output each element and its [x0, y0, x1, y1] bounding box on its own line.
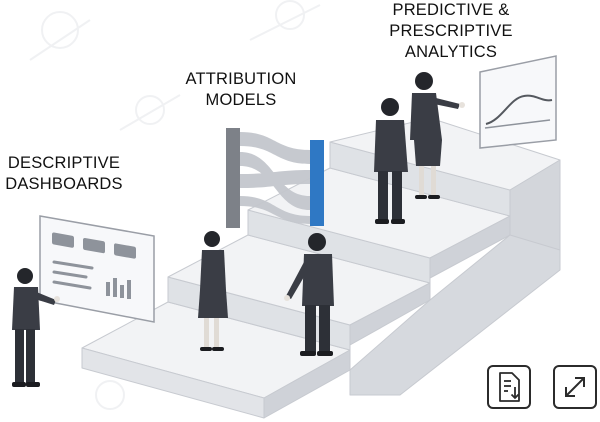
download-file-button[interactable]	[487, 365, 531, 409]
download-file-icon	[499, 372, 520, 402]
dashboard-panel	[39, 215, 155, 323]
expand-icon	[565, 377, 585, 397]
stage-label-predictive-prescriptive-analytics: PREDICTIVE & PRESCRIPTIVE ANALYTICS	[389, 1, 513, 61]
stage-label-descriptive-dashboards: DESCRIPTIVE DASHBOARDS	[5, 154, 123, 193]
person-woman-step2	[198, 231, 228, 351]
person-man-step3	[284, 233, 334, 356]
person-man-top	[374, 98, 408, 224]
attribution-sankey-panel	[226, 128, 324, 228]
person-woman-top	[410, 72, 465, 199]
stage-label-attribution-models: ATTRIBUTION MODELS	[185, 70, 297, 109]
expand-button[interactable]	[553, 365, 597, 409]
forecast-chart-panel	[479, 55, 557, 149]
person-presenting-dashboard	[12, 268, 60, 387]
